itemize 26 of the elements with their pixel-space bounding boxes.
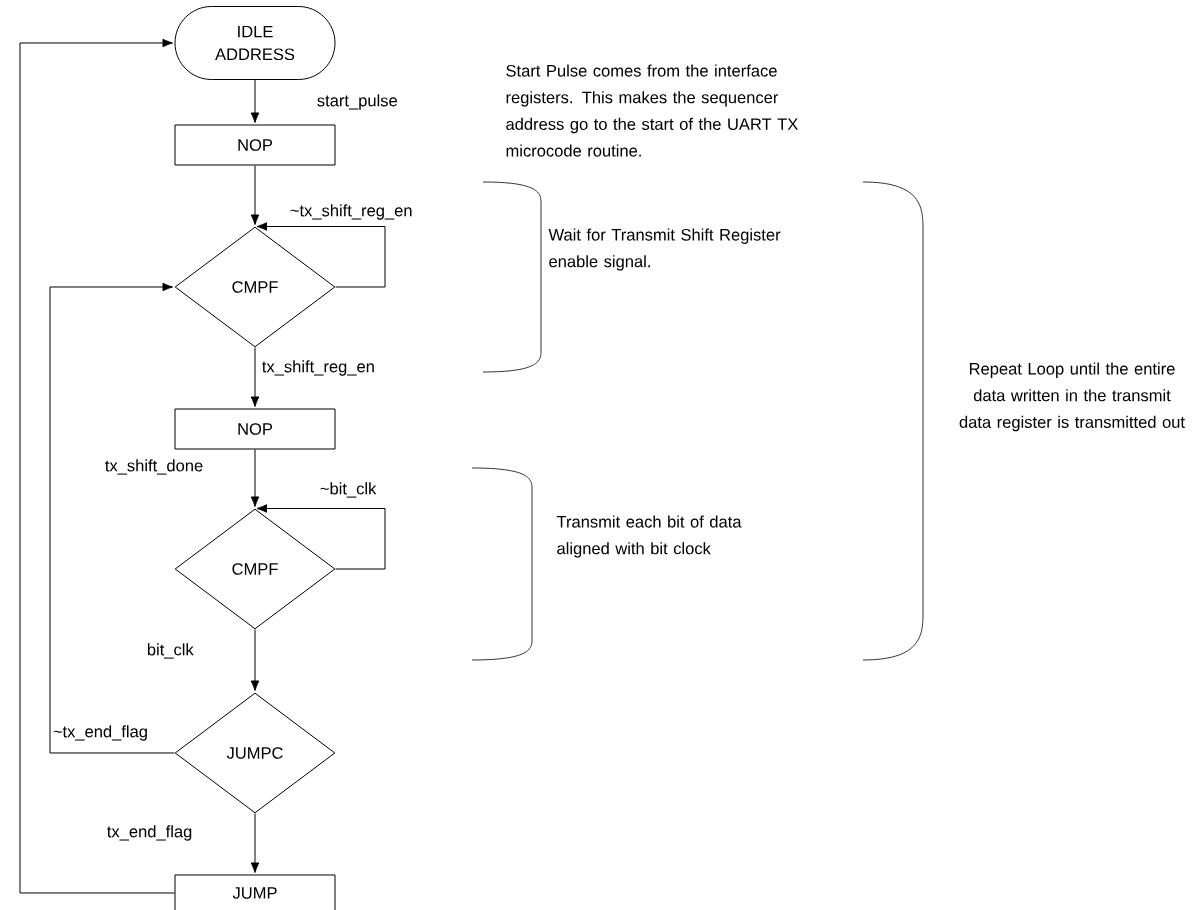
arrow [250,165,260,225]
arrow [256,222,386,288]
edge-label: bit_clk [145,642,196,660]
process-box: NOP [174,124,336,166]
arrow [19,38,175,894]
note-text: Transmit each bit of data aligned with bit clock [556,515,742,558]
edge-label: start_pulse [315,92,400,112]
edge-label: ~tx_shift_reg_en [288,202,414,222]
edge-label: tx_shift_reg_en [260,358,377,378]
arrow [250,449,260,507]
note-text: Start Pulse comes from the interface registers. This makes the sequencer address go to the start of the UART TX microcode routine. [506,64,798,157]
arrow [49,282,175,754]
arrow [256,504,386,570]
arrow [250,79,260,123]
edge-label: ~bit_clk [318,481,378,499]
note-text: Wait for Transmit Shift Register enable signal. [548,228,781,271]
process-box: NOP [174,408,336,450]
process-box: JUMP [174,874,336,910]
arrow [250,813,260,873]
edge-label: tx_end_flag [105,823,194,842]
arrow [250,347,260,407]
edge-label: ~tx_end_flag [51,723,150,743]
arrow [250,629,260,691]
note-text: Repeat Loop until the entire data written in the transmit data register is transmitted out [959,362,1185,432]
terminal-box: IDLE ADDRESS [174,6,336,80]
edge-label: tx_shift_done [103,458,205,476]
